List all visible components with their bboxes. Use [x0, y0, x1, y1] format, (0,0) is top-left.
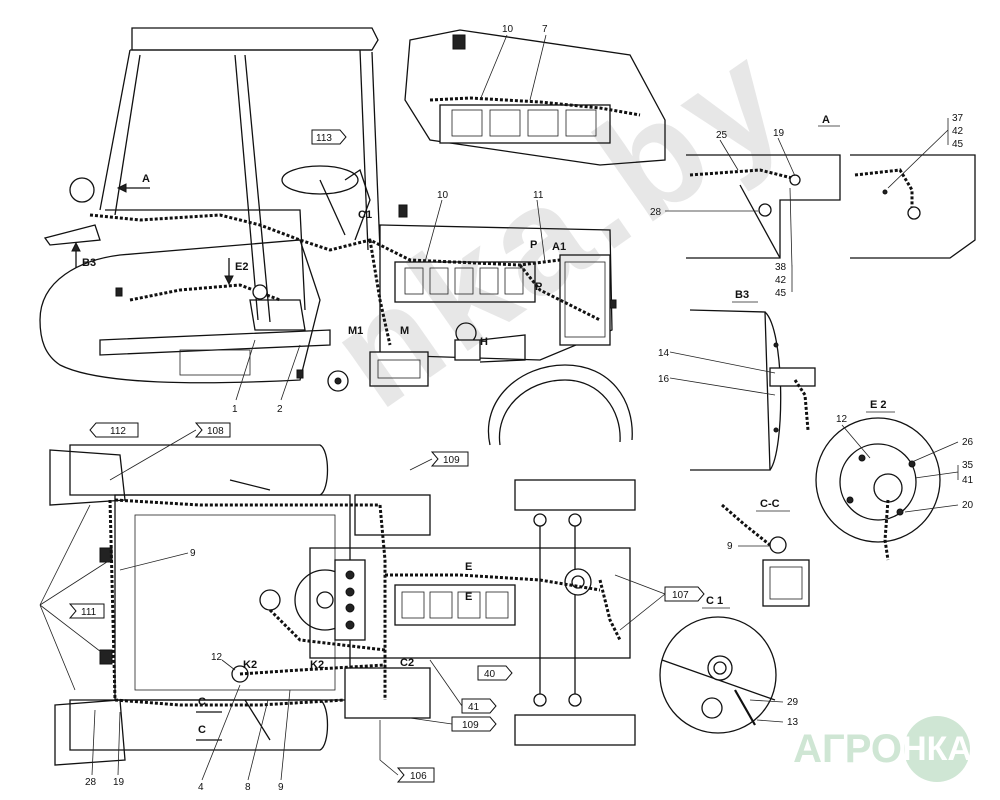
callout-10: 10 [437, 190, 449, 201]
view-c-c: C-C 9 [721, 498, 810, 607]
tractor-side-view [39, 27, 633, 446]
plan-callout-19: 19 [113, 777, 125, 788]
view-c1-title: C 1 [706, 595, 723, 607]
plan-callout-28: 28 [85, 777, 97, 788]
view-b3-callout-16: 16 [658, 374, 670, 385]
section-c1-label: C1 [358, 209, 372, 221]
plan-callout-9b: 9 [278, 782, 284, 793]
ref-107: 107 [672, 590, 689, 601]
ref-106: 106 [410, 771, 427, 782]
section-a1-label: A1 [552, 241, 566, 253]
view-cc-callout-9: 9 [727, 541, 733, 552]
ref-109-bottom: 109 [462, 720, 479, 731]
view-e2-title: E 2 [870, 399, 887, 411]
view-a-callout-38: 38 [775, 262, 787, 273]
view-a-callout-19: 19 [773, 128, 785, 139]
arrow-e2-label: E2 [235, 261, 248, 273]
callout-2: 2 [277, 404, 283, 415]
view-c1-callout-29: 29 [787, 697, 799, 708]
section-h-label: H [480, 336, 488, 348]
view-e2-callout-20: 20 [962, 500, 974, 511]
plan-view-labels: 112 108 109 111 107 40 41 109 106 E E K2… [39, 422, 705, 793]
view-c1: C 1 29 13 [659, 595, 799, 734]
engine-inset: 10 7 [404, 24, 666, 166]
view-a-callout-37: 37 [952, 113, 964, 124]
plan-callout-4: 4 [198, 782, 204, 793]
plan-callout-8: 8 [245, 782, 251, 793]
view-a: A 25 19 28 37 42 45 38 42 45 [650, 113, 976, 299]
view-cc-title: C-C [760, 498, 780, 510]
side-view-labels: A B3 E2 C1 P A1 P M1 M H 113 10 11 1 2 [71, 129, 566, 415]
view-e2-callout-41: 41 [962, 475, 974, 486]
section-c2-label: C2 [400, 657, 414, 669]
section-c-bottom-label: C [198, 724, 206, 736]
view-e2-callout-26: 26 [962, 437, 974, 448]
ref-41: 41 [468, 702, 480, 713]
section-p-label: P [530, 239, 537, 251]
ref-40: 40 [484, 669, 496, 680]
view-c1-callout-13: 13 [787, 717, 799, 728]
section-k2a-label: K2 [243, 659, 257, 671]
view-e2-callout-35: 35 [962, 460, 974, 471]
view-a-title: A [822, 114, 830, 126]
section-c-top-label: C [198, 696, 206, 708]
callout-11: 11 [533, 190, 544, 201]
view-b3-callout-14: 14 [658, 348, 670, 359]
view-a-callout-25: 25 [716, 130, 728, 141]
agro-nka-logo: АГРО НКА [793, 716, 972, 782]
view-a-callout-42a: 42 [952, 126, 964, 137]
view-b3-title: B3 [735, 289, 749, 301]
section-e1-label: E [465, 561, 472, 573]
arrow-b3-label: B3 [82, 257, 96, 269]
view-b3: B3 14 16 [658, 289, 816, 471]
ref-108: 108 [207, 426, 224, 437]
arrow-a-label: A [142, 173, 150, 185]
logo-circle: НКА [902, 716, 972, 782]
callout-1: 1 [232, 404, 238, 415]
view-e2-callout-12: 12 [836, 414, 848, 425]
view-a-callout-28: 28 [650, 207, 662, 218]
ref-109-top: 109 [443, 455, 460, 466]
view-a-callout-42b: 42 [775, 275, 787, 286]
inset-callout-10: 10 [502, 24, 514, 35]
section-k2b-label: K2 [310, 659, 324, 671]
ref-112: 112 [110, 426, 126, 437]
tractor-plan-view [49, 444, 636, 766]
plan-callout-12: 12 [211, 652, 223, 663]
section-m1-label: M1 [348, 325, 363, 337]
view-a-callout-45b: 45 [775, 288, 787, 299]
inset-callout-7: 7 [542, 24, 548, 35]
logo-text: АГРО [793, 726, 902, 771]
ref-111: 111 [81, 607, 97, 618]
view-a-callout-45a: 45 [952, 139, 964, 150]
view-e2: E 2 12 26 35 41 20 [815, 399, 974, 561]
component-markers [115, 204, 617, 379]
plan-callout-9a: 9 [190, 548, 196, 559]
section-e2-label: E [465, 591, 472, 603]
section-m-label: M [400, 325, 409, 337]
section-p2-label: P [535, 281, 542, 293]
ref-113: 113 [316, 133, 332, 144]
